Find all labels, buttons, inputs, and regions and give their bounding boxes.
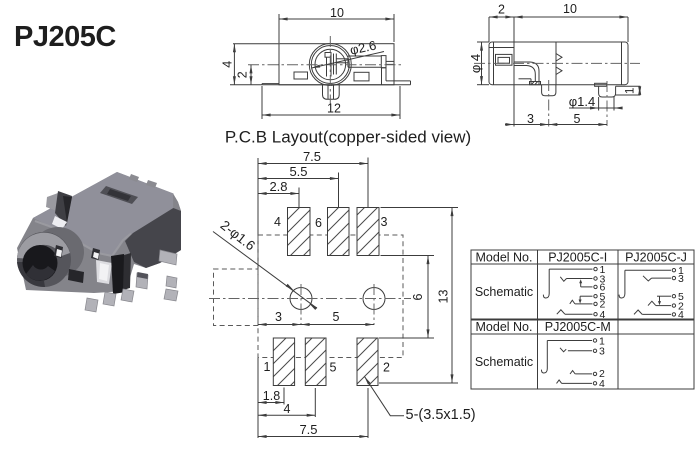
svg-text:5.5: 5.5 xyxy=(289,164,307,179)
svg-text:5: 5 xyxy=(333,310,340,324)
svg-text:2: 2 xyxy=(599,368,605,380)
svg-text:2.8: 2.8 xyxy=(269,179,287,194)
svg-text:6: 6 xyxy=(600,282,606,294)
svg-text:4: 4 xyxy=(599,378,605,390)
svg-text:1: 1 xyxy=(678,265,684,277)
svg-text:3: 3 xyxy=(527,112,534,126)
svg-text:Schematic: Schematic xyxy=(475,285,533,299)
svg-text:3: 3 xyxy=(599,346,605,358)
svg-text:5: 5 xyxy=(600,291,606,303)
svg-text:2: 2 xyxy=(236,71,250,78)
svg-text:3: 3 xyxy=(678,273,684,285)
svg-text:5-(3.5x1.5): 5-(3.5x1.5) xyxy=(406,407,476,423)
svg-text:2: 2 xyxy=(600,299,606,311)
svg-text:4: 4 xyxy=(221,61,235,68)
svg-text:3: 3 xyxy=(275,310,282,324)
svg-text:P.C.B Layout(copper-sided view: P.C.B Layout(copper-sided view) xyxy=(225,128,471,147)
svg-text:1: 1 xyxy=(625,88,637,94)
svg-text:2: 2 xyxy=(498,3,505,17)
svg-text:5: 5 xyxy=(574,112,581,126)
svg-text:4: 4 xyxy=(274,215,281,229)
svg-text:5: 5 xyxy=(678,291,684,303)
svg-text:PJ2005C-J: PJ2005C-J xyxy=(625,251,687,265)
svg-text:1: 1 xyxy=(600,264,606,276)
svg-text:4: 4 xyxy=(600,309,606,321)
svg-text:PJ2005C-I: PJ2005C-I xyxy=(548,251,607,265)
svg-text:Model No.: Model No. xyxy=(476,320,533,334)
svg-text:13: 13 xyxy=(437,290,451,304)
svg-text:3: 3 xyxy=(381,215,388,229)
svg-text:6: 6 xyxy=(411,293,425,300)
svg-text:Model No.: Model No. xyxy=(476,251,533,265)
svg-text:2: 2 xyxy=(678,300,684,312)
svg-text:PJ205C: PJ205C xyxy=(14,21,116,53)
svg-text:6: 6 xyxy=(315,216,322,230)
svg-text:4: 4 xyxy=(678,309,684,321)
svg-text:10: 10 xyxy=(563,2,577,16)
svg-text:2: 2 xyxy=(383,361,390,375)
svg-text:1: 1 xyxy=(599,335,605,347)
svg-text:3: 3 xyxy=(600,273,606,285)
svg-text:7.5: 7.5 xyxy=(303,149,321,164)
svg-text:φ2.6: φ2.6 xyxy=(349,38,378,58)
svg-text:1.8: 1.8 xyxy=(263,389,280,403)
svg-text:7.5: 7.5 xyxy=(299,422,317,437)
svg-text:PJ2005C-M: PJ2005C-M xyxy=(545,320,611,334)
svg-text:10: 10 xyxy=(330,6,344,20)
svg-text:φ1.4: φ1.4 xyxy=(569,94,596,109)
svg-text:Schematic: Schematic xyxy=(475,355,533,369)
svg-text:12: 12 xyxy=(327,102,341,116)
svg-text:1: 1 xyxy=(264,360,271,374)
svg-text:5: 5 xyxy=(330,361,337,375)
svg-text:4: 4 xyxy=(284,402,291,416)
